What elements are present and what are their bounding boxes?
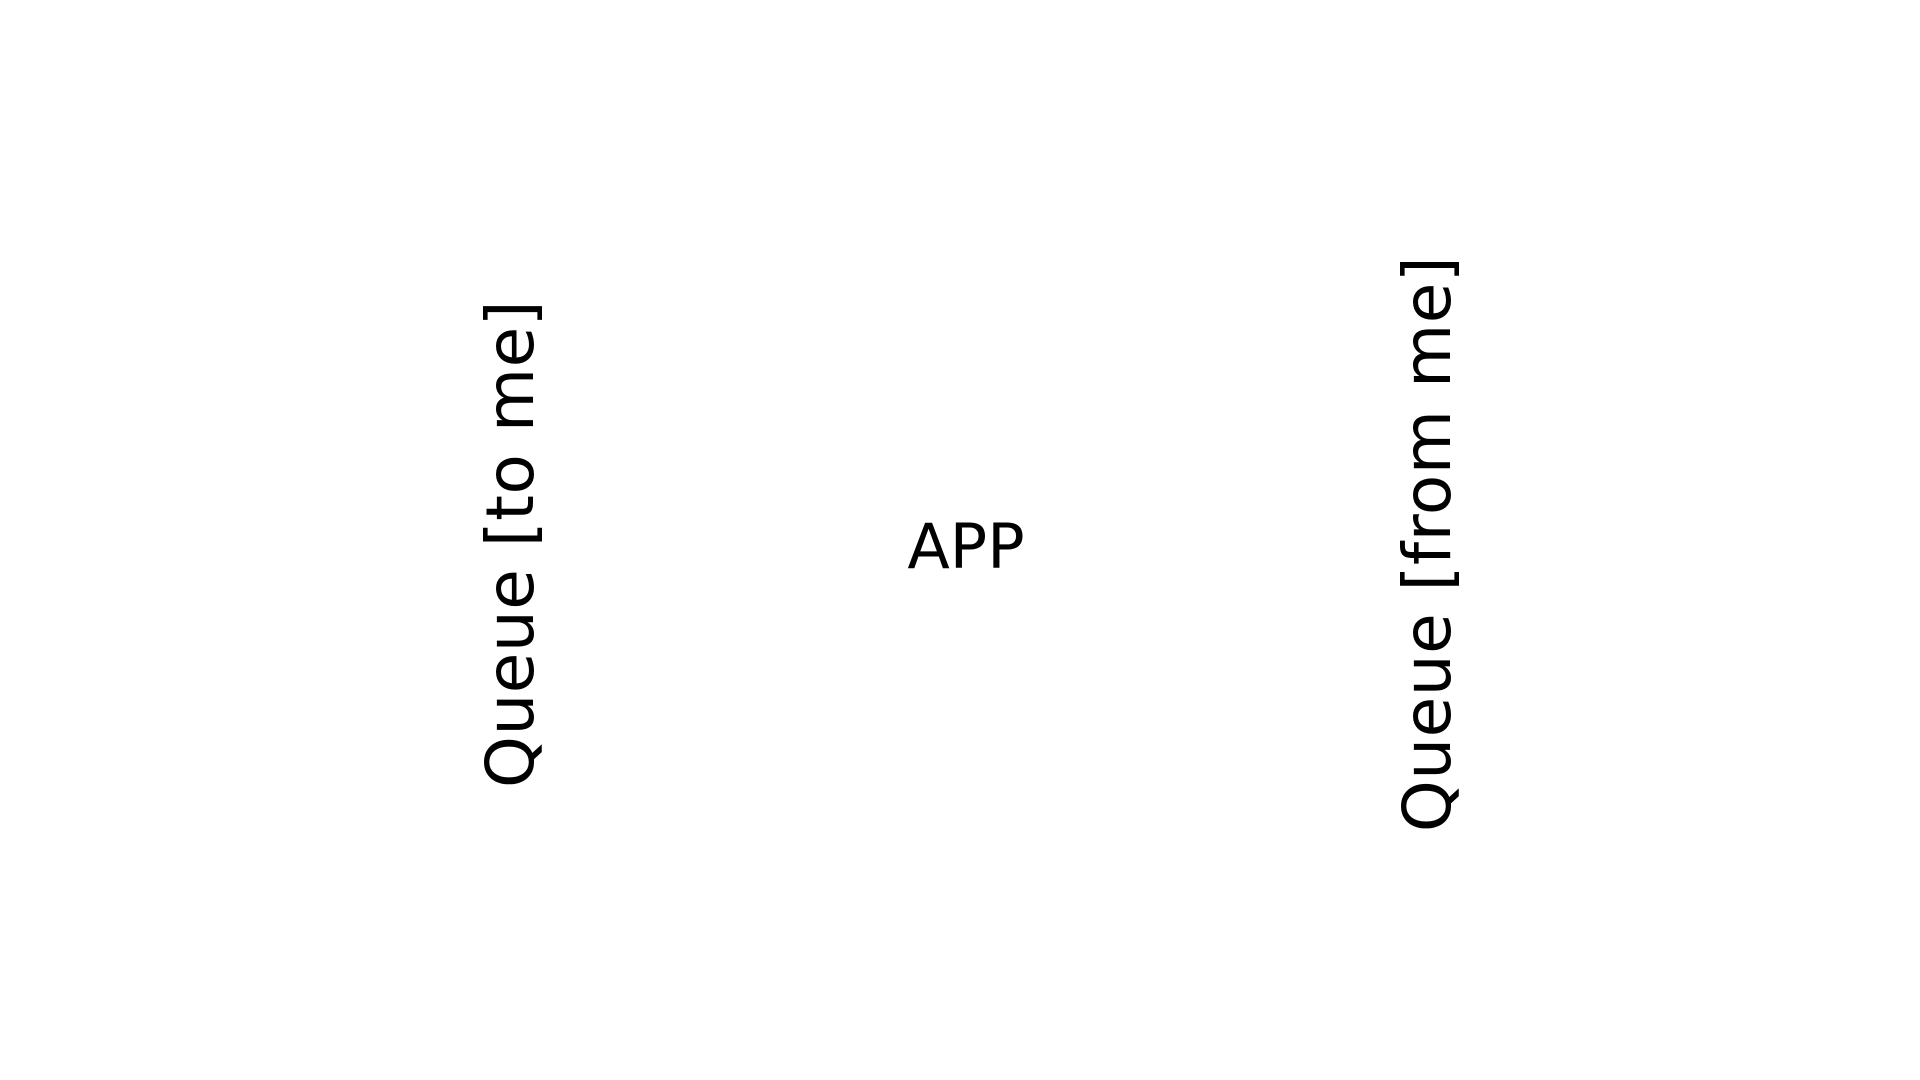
queue-to-me-label: Queue [to me] [472,300,549,788]
queue-from-me-label: Queue [from me] [1389,255,1466,833]
app-label: APP [907,510,1025,583]
